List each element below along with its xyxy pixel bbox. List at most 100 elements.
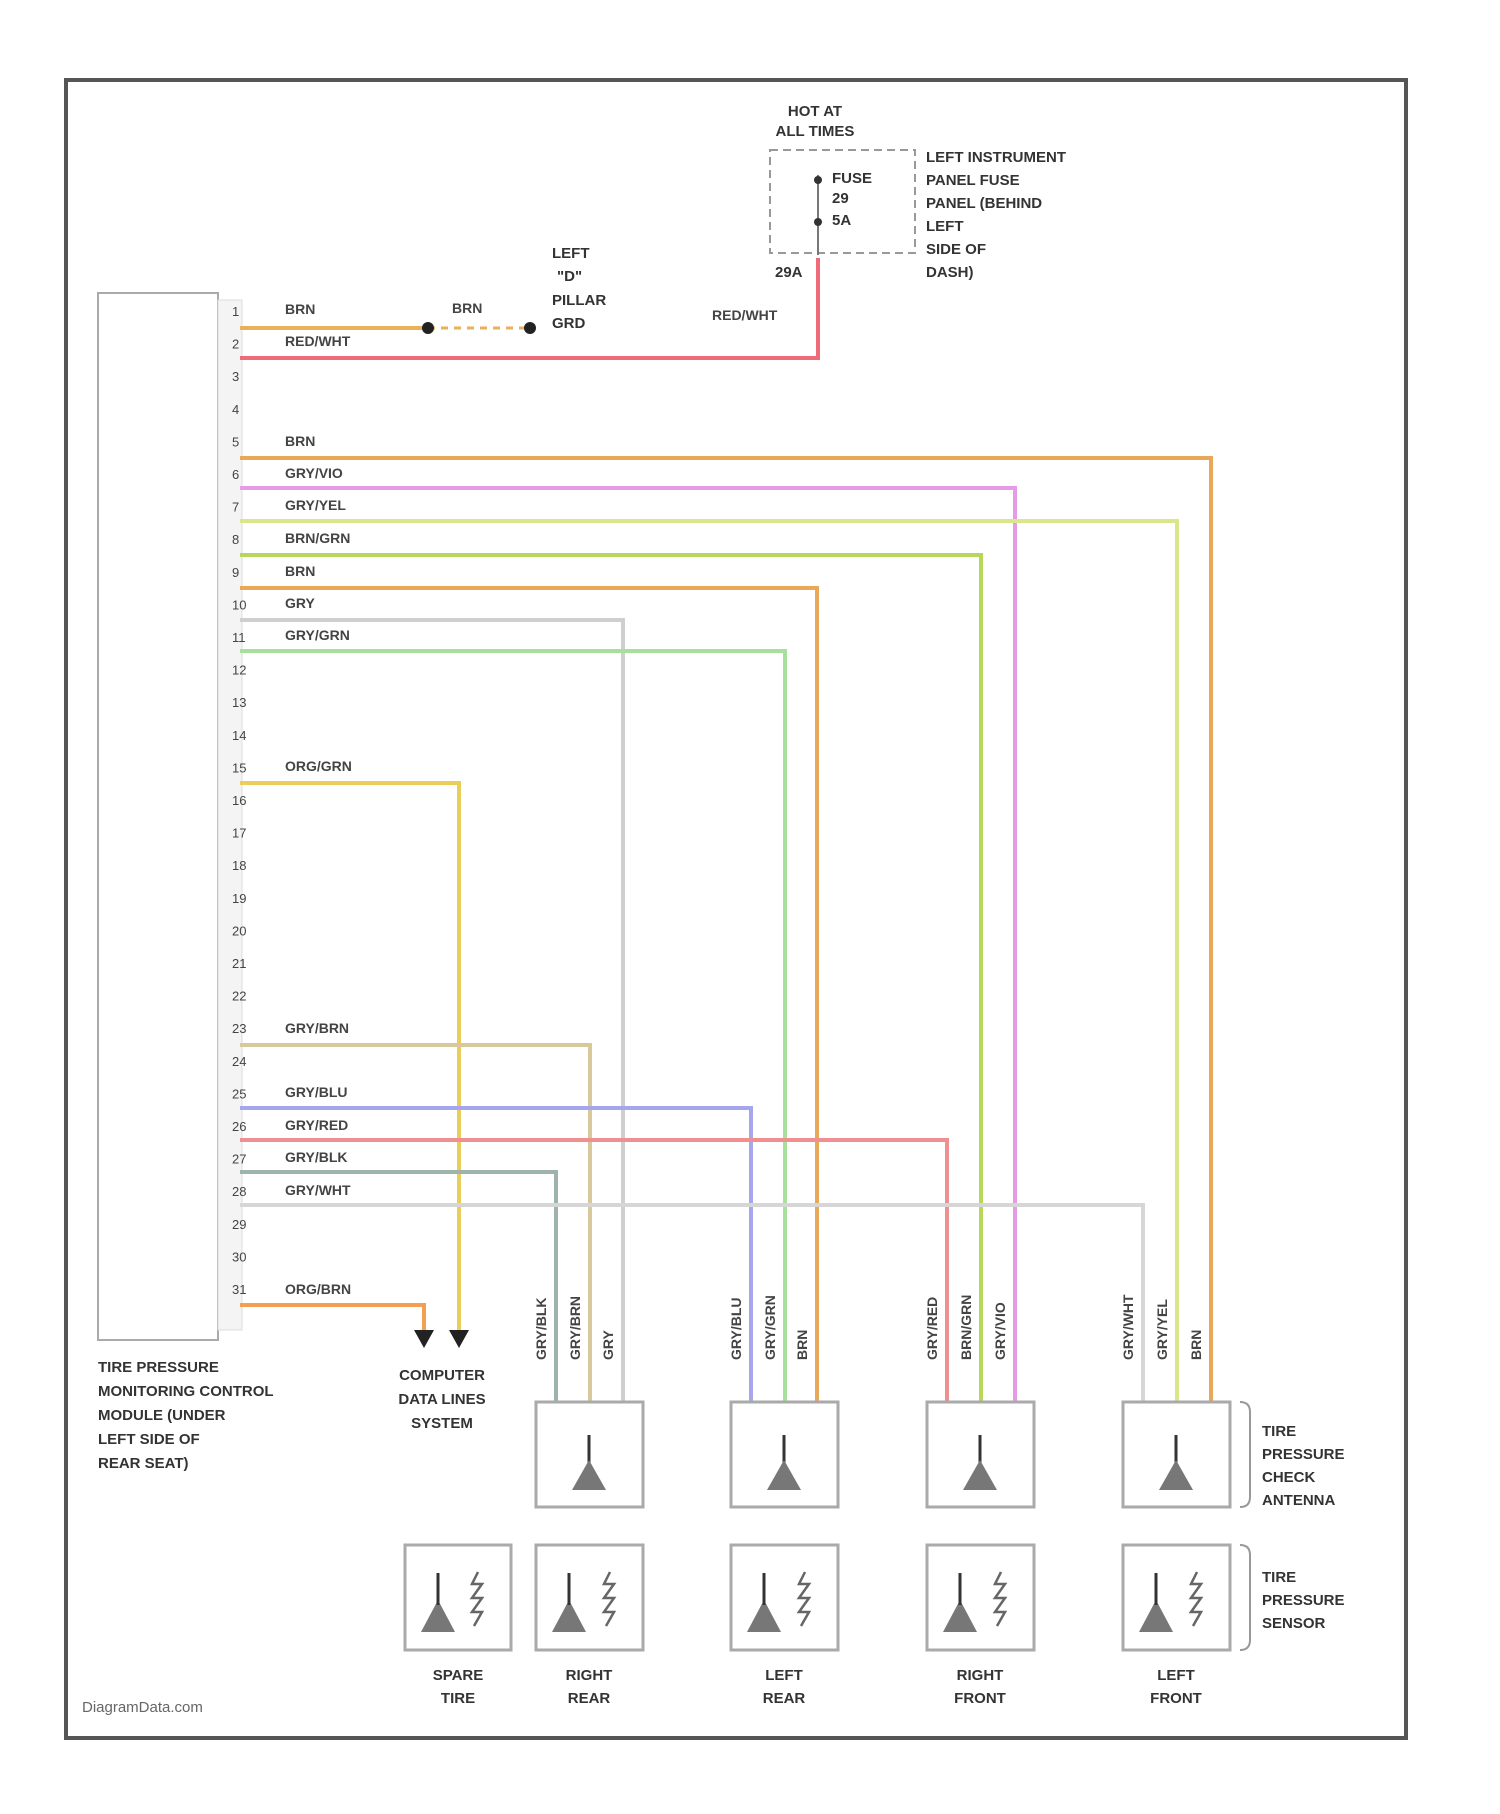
sensor-group-label-line3: SENSOR: [1262, 1615, 1326, 1632]
module-pin-12: 12: [232, 663, 246, 678]
watermark: DiagramData.com: [82, 1699, 203, 1716]
sensor-group-label-line1: TIRE: [1262, 1569, 1296, 1586]
sensor-name-rr-2: REAR: [568, 1690, 611, 1707]
module-pin-30: 30: [232, 1249, 246, 1264]
sensor-name-spare-1: SPARE: [433, 1667, 484, 1684]
data-line-arrow-left: [414, 1330, 434, 1348]
conn-3-wire-3: GRY/VIO: [992, 1302, 1008, 1360]
sensor-left-rear: [731, 1545, 838, 1650]
conn-2-wire-3: BRN: [794, 1330, 810, 1360]
conn-3-wire-2: BRN/GRN: [958, 1295, 974, 1360]
module-pin-28: 28: [232, 1184, 246, 1199]
conn-2-wire-2: GRY/GRN: [762, 1295, 778, 1360]
wire-pin-7-gry-yel: [240, 521, 1177, 1402]
wire-pin-26-gry-red: [240, 1140, 947, 1402]
wire-label-pin-25: GRY/BLU: [285, 1084, 347, 1100]
wire-pin-9-brn: [240, 588, 817, 1402]
antenna-group-bracket: [1240, 1402, 1250, 1507]
antenna-connector-labels: GRY/BLK GRY/BRN GRY GRY/BLU GRY/GRN BRN …: [533, 1294, 1204, 1360]
module-pin-3: 3: [232, 369, 239, 384]
fuse-location-line6: DASH): [926, 264, 974, 281]
sensor-name-lf-2: FRONT: [1150, 1690, 1202, 1707]
sensor-group-bracket: [1240, 1545, 1250, 1650]
antenna-left-front: [1123, 1402, 1230, 1507]
fuse-terminal-top: [814, 176, 822, 184]
sensor-name-lr-1: LEFT: [765, 1667, 803, 1684]
sensor-name-rf-2: FRONT: [954, 1690, 1006, 1707]
wire-label-pin-31: ORG/BRN: [285, 1281, 351, 1297]
sensor-right-front: [927, 1545, 1034, 1650]
conn-3-wire-1: GRY/RED: [924, 1297, 940, 1360]
ground-point: LEFT "D" PILLAR GRD BRN: [452, 245, 606, 332]
module-pin-8: 8: [232, 532, 239, 547]
ground-label-line3: PILLAR: [552, 292, 606, 309]
module-pin-10: 10: [232, 597, 246, 612]
wire-label-pin-1: BRN: [285, 301, 315, 317]
splice-dot: [422, 322, 434, 334]
ground-label-line2: "D": [557, 268, 582, 285]
sensor-spare-tire: [405, 1545, 511, 1650]
wire-label-pin-10: GRY: [285, 595, 315, 611]
antenna-right-front: [927, 1402, 1034, 1507]
module-pin-5: 5: [232, 434, 239, 449]
ground-wire-label: BRN: [452, 300, 482, 316]
sensor-name-spare-2: TIRE: [441, 1690, 475, 1707]
wire-pin-5-brn: [240, 458, 1211, 1402]
fuse-block: HOT AT ALL TIMES FUSE 29 5A LEFT INSTRUM…: [712, 103, 1066, 323]
module-pin-15: 15: [232, 760, 246, 775]
module-body: [98, 293, 218, 1340]
conn-4-wire-1: GRY/WHT: [1120, 1294, 1136, 1360]
fuse-location-line3: PANEL (BEHIND: [926, 195, 1042, 212]
module-pin-1: 1: [232, 304, 239, 319]
wire-label-pin-11: GRY/GRN: [285, 627, 350, 643]
module-pin-4: 4: [232, 402, 239, 417]
conn-2-wire-1: GRY/BLU: [728, 1298, 744, 1360]
antenna-right-rear: [536, 1402, 643, 1507]
module-pin-18: 18: [232, 858, 246, 873]
module-pin-9: 9: [232, 565, 239, 580]
module-pin-25: 25: [232, 1086, 246, 1101]
sensor-name-lf-1: LEFT: [1157, 1667, 1195, 1684]
sensor-left-front: [1123, 1545, 1230, 1650]
module-pin-16: 16: [232, 793, 246, 808]
tire-pressure-antennas: TIRE PRESSURE CHECK ANTENNA: [536, 1402, 1345, 1509]
fuse-wire-label: RED/WHT: [712, 307, 778, 323]
module-label-line2: MONITORING CONTROL: [98, 1383, 274, 1400]
module-pin-2: 2: [232, 337, 239, 352]
wire-label-pin-26: GRY/RED: [285, 1117, 348, 1133]
module-pin-14: 14: [232, 728, 246, 743]
module-pin-20: 20: [232, 923, 246, 938]
wire-label-pin-5: BRN: [285, 433, 315, 449]
fuse-pin-label: 29A: [775, 264, 803, 281]
wire-pin-8-brn-grn: [240, 555, 981, 1402]
fuse-name-line1: FUSE: [832, 170, 872, 187]
fuse-location-line5: SIDE OF: [926, 241, 986, 258]
wire-label-pin-27: GRY/BLK: [285, 1149, 347, 1165]
sensor-name-rf-1: RIGHT: [957, 1667, 1004, 1684]
conn-4-wire-3: BRN: [1188, 1330, 1204, 1360]
antenna-group-label-line4: ANTENNA: [1262, 1492, 1335, 1509]
sensor-group-label-line2: PRESSURE: [1262, 1592, 1345, 1609]
wire-label-pin-28: GRY/WHT: [285, 1182, 351, 1198]
wire-label-pin-9: BRN: [285, 563, 315, 579]
antenna-group-label-line3: CHECK: [1262, 1469, 1316, 1486]
module-pin-7: 7: [232, 500, 239, 515]
wire-label-pin-15: ORG/GRN: [285, 758, 352, 774]
sensor-name-lr-2: REAR: [763, 1690, 806, 1707]
tpms-control-module: TIRE PRESSURE MONITORING CONTROL MODULE …: [98, 293, 274, 1472]
module-pin-24: 24: [232, 1054, 246, 1069]
hot-label-line1: HOT AT: [788, 103, 842, 120]
conn-1-wire-1: GRY/BLK: [533, 1298, 549, 1360]
fuse-name-line2: 29: [832, 190, 849, 207]
wire-harness: [240, 258, 1211, 1402]
wire-pin-31-org-brn: [240, 1305, 424, 1330]
wire-label-pin-6: GRY/VIO: [285, 465, 343, 481]
hot-label-line2: ALL TIMES: [776, 123, 855, 140]
conn-1-wire-3: GRY: [600, 1330, 616, 1360]
wire-label-pin-7: GRY/YEL: [285, 497, 346, 513]
tire-pressure-sensors: TIRE PRESSURE SENSOR SPARE TIRE RIGHT RE…: [405, 1545, 1345, 1707]
ground-label-line4: GRD: [552, 315, 586, 332]
wire-label-pin-2: RED/WHT: [285, 333, 351, 349]
wire-label-pin-23: GRY/BRN: [285, 1020, 349, 1036]
module-pin-27: 27: [232, 1152, 246, 1167]
